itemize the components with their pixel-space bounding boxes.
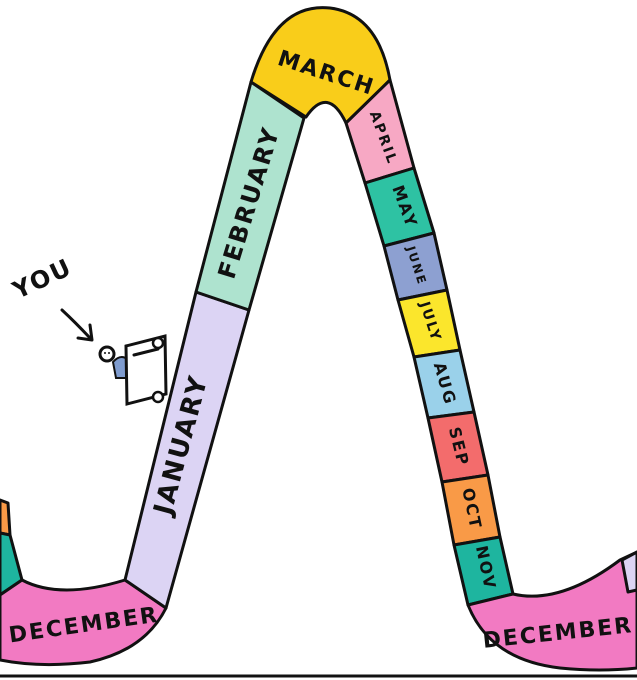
person-head-icon (98, 345, 116, 363)
wheel-icon (151, 336, 165, 350)
label-you: YOU (8, 253, 77, 305)
segment-right-lavender (620, 550, 637, 594)
segment-march (249, 6, 392, 125)
segment-december-right (466, 550, 637, 672)
wheel-icon (151, 390, 165, 404)
segment-december-left (0, 578, 168, 667)
segment-february (194, 80, 306, 312)
segment-left-orange (0, 498, 12, 537)
arrow-icon (60, 308, 94, 342)
cart-marker (98, 334, 168, 406)
